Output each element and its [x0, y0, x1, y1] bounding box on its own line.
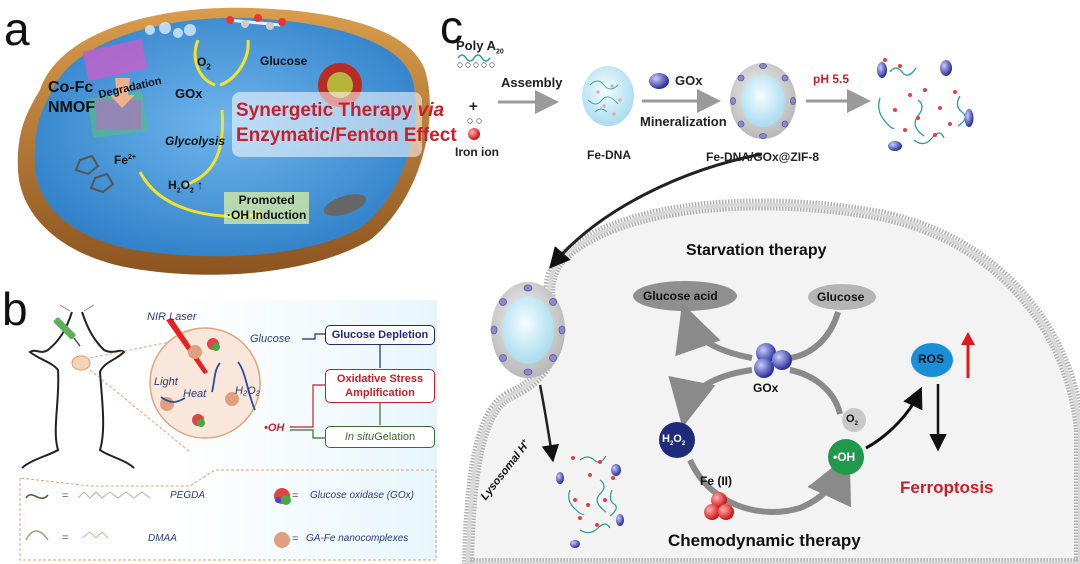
h2o2-label-c: H2O2	[662, 433, 686, 448]
h2o2-label-a: H2O2 ↑	[168, 178, 204, 195]
ferrocene-molecule	[74, 154, 115, 194]
fe-ii-cluster	[704, 492, 734, 520]
h2o2-to-oh-arc	[687, 453, 852, 515]
synergetic-therapy-title: Synergetic Therapy via Enzymatic/Fenton …	[236, 100, 457, 146]
gox-to-glucose-acid-arc	[675, 303, 753, 361]
chemodynamic-therapy-title: Chemodynamic therapy	[668, 531, 861, 550]
glucose-label-a: Glucose	[260, 54, 308, 68]
gox-to-h2o2-arc	[668, 367, 753, 428]
mitochondria	[323, 194, 367, 216]
fe-dna-particle	[582, 66, 634, 126]
oh-label-b: •OH	[264, 422, 285, 434]
oh-to-ros-arrow	[865, 386, 923, 450]
plus-sign: +	[469, 98, 478, 115]
ferroptosis-label: Ferroptosis	[900, 478, 994, 497]
o2-label: O2	[197, 55, 211, 72]
dmaa-structure	[81, 531, 109, 539]
iron-ion-ball	[468, 128, 480, 140]
o2-circle	[842, 408, 866, 432]
fe-ii-label: Fe (II)	[700, 474, 732, 488]
gox-legend-label: GOx	[675, 73, 703, 88]
pegda-curve	[25, 493, 49, 500]
poly-a20-label: Poly A20	[456, 38, 504, 56]
pegda-structure	[77, 491, 151, 499]
glucose-to-gox-arc	[789, 311, 841, 361]
starvation-therapy-title: Starvation therapy	[686, 242, 827, 259]
tumor-site	[71, 355, 91, 371]
glucose-label-c: Glucose	[817, 290, 865, 304]
released-fragments-cell	[556, 455, 624, 548]
panel-c-label: c	[440, 1, 463, 53]
gox-label-a: GOx	[175, 86, 203, 101]
assembly-label: Assembly	[501, 75, 563, 90]
glycolysis-arrow	[184, 39, 250, 187]
gox-ball-legend	[649, 73, 669, 89]
legend-ga-fe-label: GA-Fe nanocomplexes	[306, 533, 409, 544]
nmof-structure	[82, 39, 148, 139]
released-fragments-top	[877, 58, 974, 151]
fe2-label: Fe2+	[114, 153, 136, 167]
dmaa-curve	[25, 530, 49, 541]
legend-equals-2: =	[62, 532, 69, 544]
legend-pegda-label: PEGDA	[170, 490, 206, 501]
glucose-acid-label: Glucose acid	[643, 289, 718, 303]
glucose-connector	[302, 333, 325, 340]
glycolysis-label: Glycolysis	[165, 134, 226, 148]
nir-laser-beam	[166, 318, 208, 374]
ros-ellipse	[911, 343, 953, 377]
legend-equals-3: =	[292, 490, 299, 502]
h2o2-circle	[659, 422, 695, 458]
glucose-depletion-box: Glucose Depletion	[325, 325, 435, 345]
fe-dna-label: Fe-DNA	[587, 148, 631, 162]
glucose-label-b: Glucose	[250, 333, 291, 345]
degradation-arrow	[110, 78, 135, 108]
panel-b-label: b	[2, 283, 28, 335]
synergetic-label-box	[232, 92, 422, 157]
ga-fe-legend-icon	[274, 532, 290, 548]
glucose-molecule	[226, 14, 286, 30]
legend-box	[19, 469, 437, 561]
oh-circle	[828, 439, 864, 475]
uptake-arrow	[549, 152, 763, 269]
promoted-oh-label: Promoted·OH Induction	[224, 192, 310, 224]
o2-to-gox-arc	[789, 367, 843, 415]
legend-dmaa-label: DMAA	[148, 533, 177, 544]
panel-a-cell-illustration	[17, 7, 430, 275]
gox-enzyme-cluster	[754, 343, 792, 378]
mouse-outline	[21, 311, 135, 469]
light-label: Light	[154, 376, 178, 388]
tissue-zoom-circle	[149, 327, 261, 439]
gox-center-label: GOx	[753, 381, 779, 395]
ros-label: ROS	[918, 352, 945, 366]
lysosomal-arrow	[538, 384, 560, 463]
legend-equals-1: =	[62, 490, 69, 502]
fe-dna-gox-zif8-label: Fe-DNA/GOx@ZIF-8	[706, 150, 820, 164]
mineralization-label: Mineralization	[640, 114, 727, 129]
nir-laser-label: NIR Laser	[147, 311, 197, 323]
legend-gox-label: Glucose oxidase (GOx)	[310, 490, 414, 501]
gox-legend-icon	[274, 488, 291, 505]
heat-label: Heat	[183, 388, 207, 400]
glucose-ellipse	[808, 284, 876, 310]
iron-ion-label: Iron ion	[455, 145, 499, 159]
ph-label: pH 5.5	[813, 72, 850, 86]
poly-a-wave	[457, 54, 491, 62]
in-situ-gelation-box: In situ Gelation	[325, 426, 435, 448]
syringe-icon	[53, 317, 81, 347]
panel-a-label: a	[4, 3, 30, 55]
legend-equals-4: =	[292, 533, 299, 545]
o2-label-c: O2	[846, 413, 858, 428]
oh-label-c: •OH	[833, 450, 856, 464]
oxygen-bubbles	[145, 22, 196, 38]
h2o2-label-b: H₂O₂	[235, 385, 260, 397]
